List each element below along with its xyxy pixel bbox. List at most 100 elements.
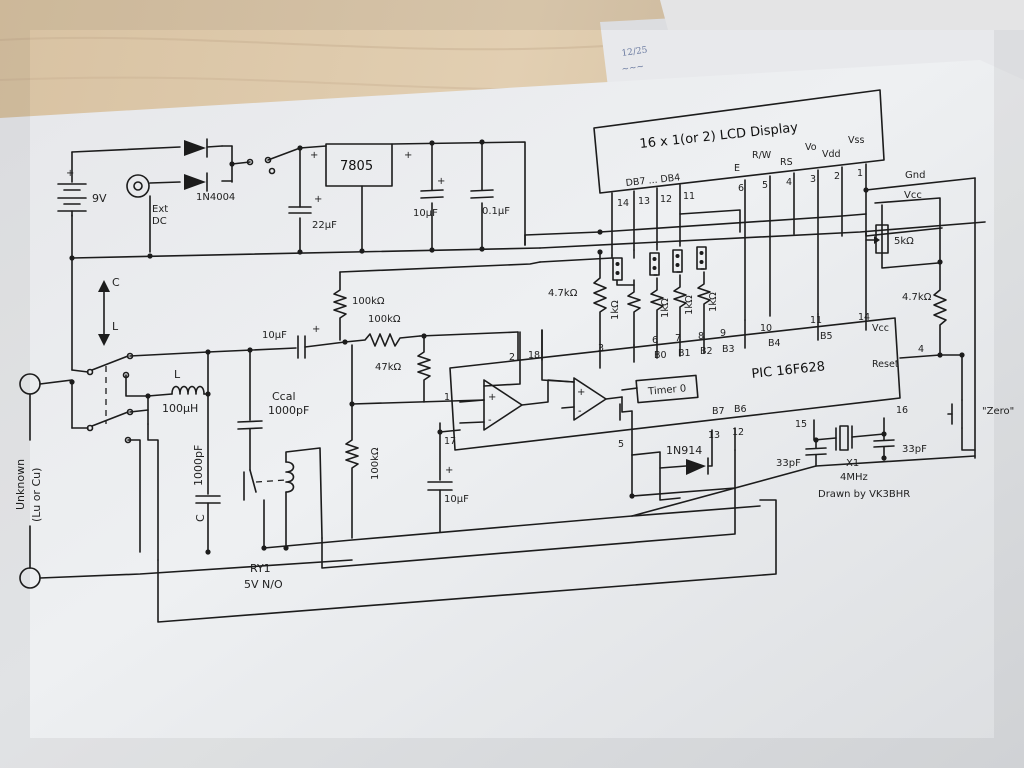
svg-text:Ext: Ext xyxy=(152,204,168,215)
svg-text:+: + xyxy=(445,465,453,476)
svg-text:13: 13 xyxy=(638,196,650,207)
zero-button: "Zero" xyxy=(939,352,1014,451)
svg-text:L: L xyxy=(112,320,119,333)
svg-text:9V: 9V xyxy=(92,192,107,205)
svg-text:5: 5 xyxy=(618,439,624,450)
svg-text:4: 4 xyxy=(918,344,924,355)
pot-5k: 5kΩ xyxy=(865,204,939,269)
svg-text:4.7kΩ: 4.7kΩ xyxy=(902,292,932,303)
svg-text:5kΩ: 5kΩ xyxy=(894,236,914,247)
regulator-7805: 7805 + + xyxy=(310,143,412,187)
svg-text:DC: DC xyxy=(152,216,167,227)
svg-text:+: + xyxy=(577,387,585,398)
diode-1n4004: 1N4004 xyxy=(184,138,235,203)
ext-dc-jack: Ext DC xyxy=(126,174,168,227)
svg-text:~~~: ~~~ xyxy=(621,62,645,75)
svg-text:1kΩ: 1kΩ xyxy=(660,298,671,318)
tank-circuit: C 1000pF L 100µH xyxy=(145,351,221,561)
cap-0-1uf: 0.1µF xyxy=(470,189,510,217)
svg-text:12: 12 xyxy=(732,427,744,438)
svg-text:Vss: Vss xyxy=(848,135,864,146)
supply-rails: Gnd Vcc xyxy=(863,170,976,459)
input-network: 100kΩ 100kΩ 47kΩ 100kΩ 10µF + 10µF + xyxy=(205,257,613,539)
svg-text:+: + xyxy=(66,168,74,179)
svg-text:15: 15 xyxy=(795,419,807,430)
svg-text:Timer 0: Timer 0 xyxy=(647,383,687,397)
svg-text:"Zero": "Zero" xyxy=(982,406,1014,417)
svg-text:33pF: 33pF xyxy=(902,444,927,455)
ccal-relay: Ccal 1000pF RY1 5V N/O xyxy=(237,349,323,591)
resistor-4k7-pullup: 4.7kΩ xyxy=(548,249,607,349)
svg-text:-: - xyxy=(488,415,492,426)
svg-text:3: 3 xyxy=(810,174,816,185)
cap-22uf: + 22µF xyxy=(288,194,337,231)
svg-text:1000pF: 1000pF xyxy=(192,445,205,486)
svg-text:18: 18 xyxy=(528,350,540,361)
svg-text:B2: B2 xyxy=(700,346,713,357)
svg-text:100kΩ: 100kΩ xyxy=(352,296,385,307)
svg-text:1kΩ: 1kΩ xyxy=(708,292,719,312)
unknown-terminals: Unknown (Lu or Cu) xyxy=(14,373,353,589)
svg-text:5: 5 xyxy=(762,180,768,191)
svg-text:3: 3 xyxy=(598,343,604,354)
svg-text:10µF: 10µF xyxy=(444,494,469,505)
jumper-resistors: 1kΩ 1kΩ 1kΩ 1kΩ xyxy=(610,209,741,346)
svg-text:+: + xyxy=(310,150,318,161)
svg-text:Reset: Reset xyxy=(872,359,899,370)
svg-text:13: 13 xyxy=(708,430,720,441)
svg-text:2: 2 xyxy=(834,171,840,182)
svg-text:6: 6 xyxy=(738,183,744,194)
svg-text:Ccal: Ccal xyxy=(272,390,296,403)
svg-text:12: 12 xyxy=(660,194,672,205)
svg-text:1N914: 1N914 xyxy=(666,444,702,457)
svg-text:1: 1 xyxy=(857,168,863,179)
svg-text:RS: RS xyxy=(780,157,793,168)
svg-text:100kΩ: 100kΩ xyxy=(370,447,381,480)
svg-text:1000pF: 1000pF xyxy=(268,404,309,417)
svg-text:B0: B0 xyxy=(654,350,667,361)
svg-text:10µF: 10µF xyxy=(262,330,287,341)
battery-9v: + 9V xyxy=(57,168,107,217)
svg-text:4MHz: 4MHz xyxy=(840,472,868,483)
svg-text:+: + xyxy=(314,194,322,205)
svg-text:2: 2 xyxy=(509,352,515,363)
svg-text:6: 6 xyxy=(652,335,658,346)
svg-text:B3: B3 xyxy=(722,344,735,355)
credit-text: Drawn by VK3BHR xyxy=(818,489,910,500)
svg-text:33pF: 33pF xyxy=(776,458,801,469)
crystal-4mhz: X1 4MHz 33pF 33pF xyxy=(631,417,976,517)
svg-text:8: 8 xyxy=(698,331,704,342)
svg-text:11: 11 xyxy=(810,315,822,326)
svg-text:B7: B7 xyxy=(712,406,725,417)
svg-text:10µF: 10µF xyxy=(413,208,438,219)
svg-text:Gnd: Gnd xyxy=(905,170,925,181)
svg-text:11: 11 xyxy=(683,191,695,202)
svg-text:Vo: Vo xyxy=(805,142,817,153)
schematic-sheet xyxy=(0,60,1024,768)
svg-text:1N4004: 1N4004 xyxy=(196,192,235,203)
svg-text:C: C xyxy=(194,514,207,522)
svg-text:5V N/O: 5V N/O xyxy=(244,578,283,591)
svg-text:+: + xyxy=(312,324,320,335)
svg-text:(Lu or Cu): (Lu or Cu) xyxy=(30,468,43,522)
svg-text:14: 14 xyxy=(617,198,629,209)
diode-1n914: 1N914 xyxy=(629,427,736,501)
svg-text:7805: 7805 xyxy=(340,159,373,174)
vcc-bus xyxy=(524,213,867,236)
svg-text:22µF: 22µF xyxy=(312,220,337,231)
svg-text:B1: B1 xyxy=(678,348,691,359)
cl-switch: C L xyxy=(71,257,209,553)
svg-text:12/25: 12/25 xyxy=(621,45,648,59)
svg-text:R/W: R/W xyxy=(752,150,772,161)
svg-text:4.7kΩ: 4.7kΩ xyxy=(548,288,578,299)
svg-text:+: + xyxy=(404,150,412,161)
svg-text:E: E xyxy=(734,163,740,174)
svg-text:4: 4 xyxy=(786,177,792,188)
svg-text:Vcc: Vcc xyxy=(904,190,922,201)
svg-text:1kΩ: 1kΩ xyxy=(684,295,695,315)
svg-text:B4: B4 xyxy=(768,338,781,349)
svg-text:10: 10 xyxy=(760,323,772,334)
svg-text:7: 7 xyxy=(675,333,681,344)
power-supply: + 9V Ext DC 1N4004 + xyxy=(57,138,986,261)
